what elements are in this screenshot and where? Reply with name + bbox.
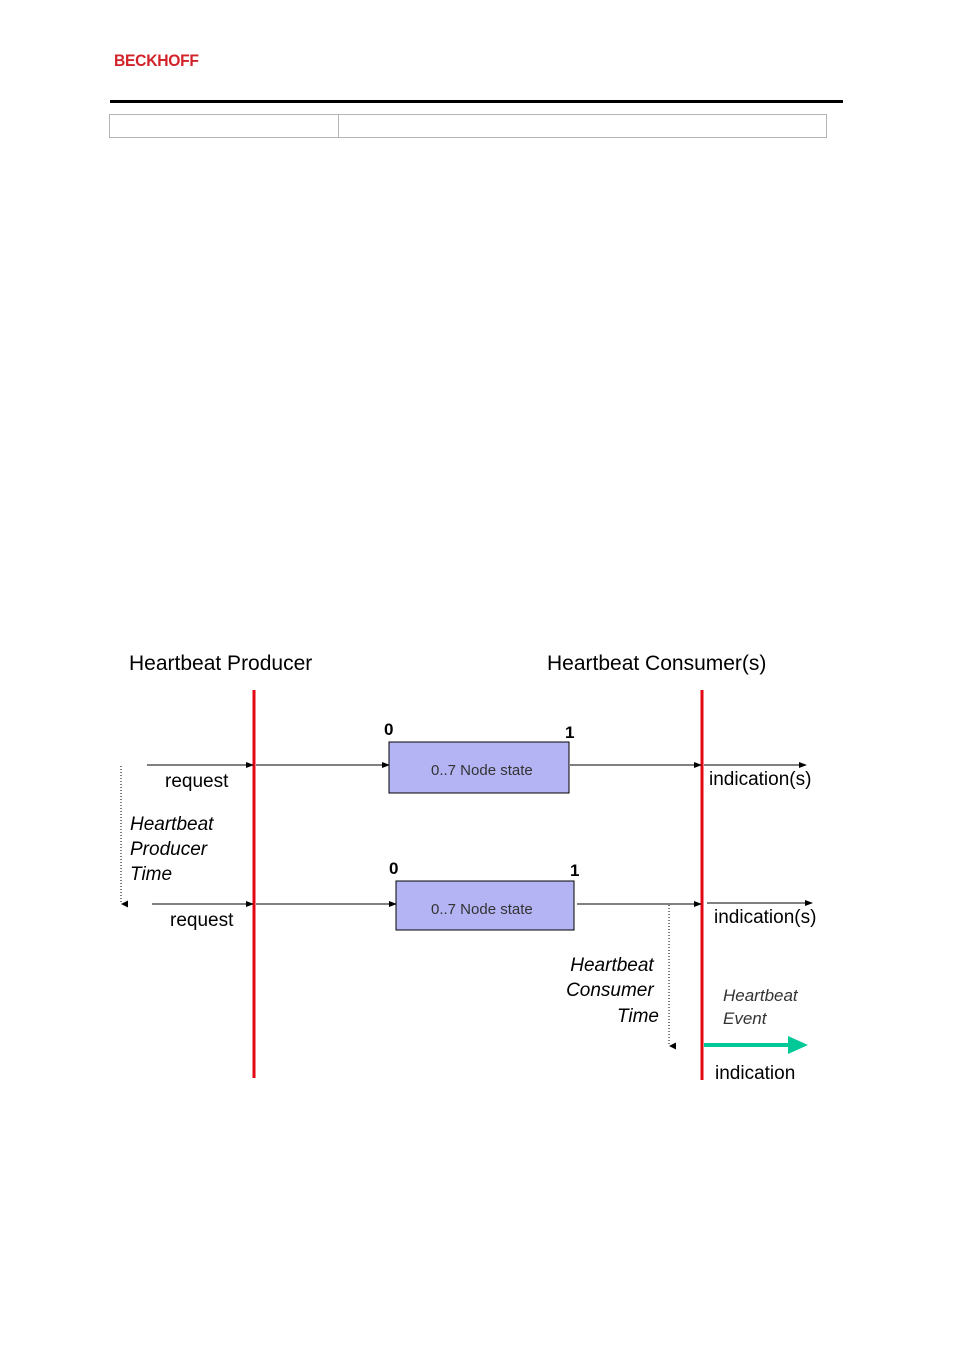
header-rule [110, 100, 843, 103]
producer-time-line-3: Time [130, 864, 172, 885]
node-state-label-2: 0..7 Node state [431, 901, 533, 918]
indication-label-2: indication(s) [714, 907, 816, 928]
heartbeat-event-label: Heartbeat Event [723, 986, 802, 1028]
producer-title: Heartbeat Producer [129, 652, 312, 675]
consumer-time-label: Heartbeat Consumer Time [566, 955, 659, 1027]
bit-end-2: 1 [570, 861, 579, 880]
event-line-1: Heartbeat [723, 986, 799, 1005]
request-label-1: request [165, 771, 229, 792]
node-state-box-1 [388, 741, 570, 794]
bit-start-1: 0 [384, 720, 393, 739]
consumer-time-line-2: Consumer [566, 980, 654, 1001]
consumer-time-line-1: Heartbeat [570, 955, 654, 976]
request-label-2: request [170, 910, 234, 931]
indication-label-1: indication(s) [709, 769, 811, 790]
node-state-box-2 [395, 880, 575, 931]
beckhoff-logo: BECKHOFF [114, 51, 199, 70]
bit-end-1: 1 [565, 723, 574, 742]
producer-time-label: Heartbeat Producer Time [130, 814, 219, 885]
header-cell-left [110, 115, 339, 137]
event-indication-label: indication [715, 1063, 795, 1084]
producer-time-line-1: Heartbeat [130, 814, 214, 835]
header-table [109, 114, 827, 138]
consumer-time-line-3: Time [617, 1006, 659, 1027]
consumer-title: Heartbeat Consumer(s) [547, 652, 766, 675]
event-arrow-head [788, 1036, 808, 1054]
event-line-2: Event [723, 1009, 768, 1028]
node-state-label-1: 0..7 Node state [431, 762, 533, 779]
producer-time-line-2: Producer [130, 839, 208, 860]
bit-start-2: 0 [389, 859, 398, 878]
